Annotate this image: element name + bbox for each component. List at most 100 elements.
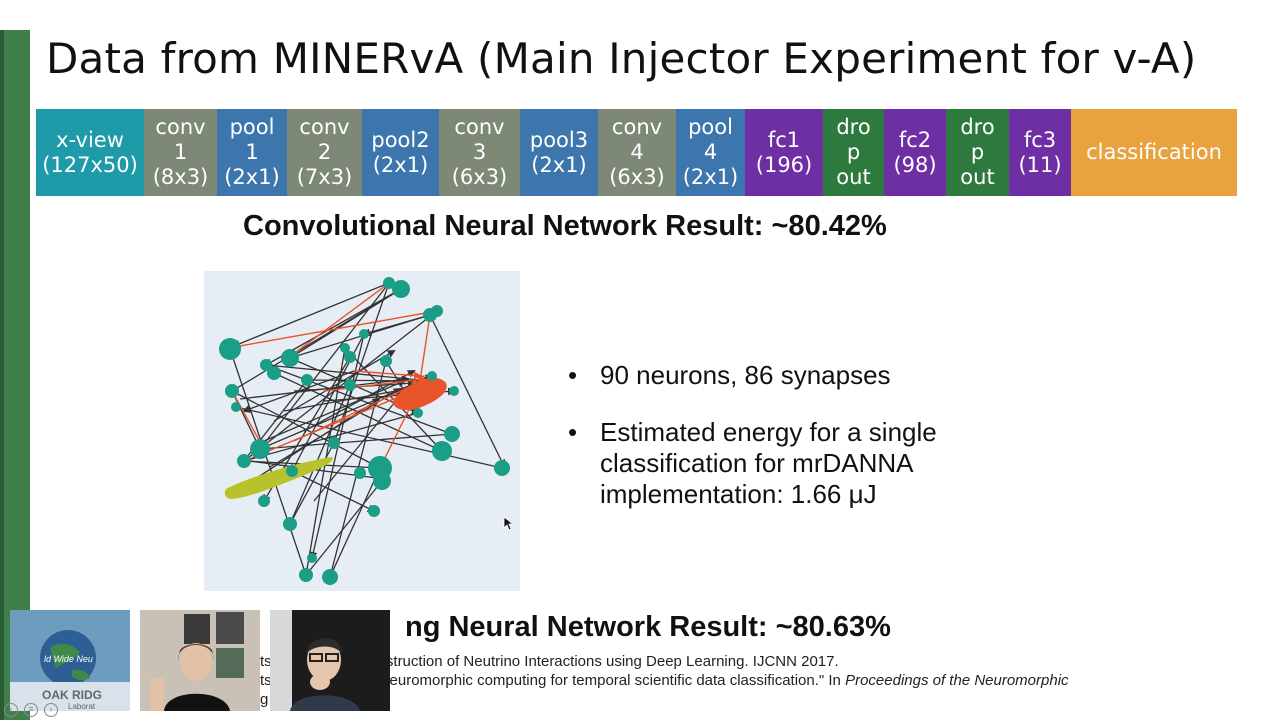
reference-3: g 1-6. 2017.: [260, 691, 340, 708]
layer-label: fc1: [767, 127, 801, 152]
neuron-node: [368, 505, 380, 517]
video-thumbnail-logo[interactable]: ld Wide Neu OAK RIDG Laborat: [10, 610, 130, 711]
layer-label: (6x3): [609, 165, 665, 189]
synapse-edge: [265, 364, 454, 436]
layer-box-13: fc3(11): [1009, 109, 1071, 196]
neuron-node: [258, 495, 270, 507]
layer-label: (2x1): [372, 152, 429, 177]
layer-box-0: x-view(127x50): [36, 109, 144, 196]
neuron-node: [354, 467, 366, 479]
next-slide-icon[interactable]: ›: [44, 703, 58, 717]
layer-label: (2x1): [224, 165, 280, 189]
video-thumbnail-participant-2[interactable]: [270, 610, 390, 711]
neuron-node: [301, 374, 313, 386]
synapse-edge-highlight: [353, 370, 422, 380]
layer-label: fc2: [898, 127, 932, 152]
layer-box-6: pool3(2x1): [520, 109, 598, 196]
layer-label: (6x3): [451, 165, 508, 189]
layer-label: conv: [611, 115, 663, 139]
layer-label: 2: [317, 140, 332, 164]
slide-navigation: ‹ ≡ ›: [4, 703, 58, 717]
synapse-edge: [229, 348, 308, 577]
neuron-node: [413, 408, 423, 418]
synapse-edge: [232, 282, 390, 348]
neuron-node: [231, 402, 241, 412]
neuron-node: [281, 349, 299, 367]
layer-label: (8x3): [152, 165, 209, 189]
neuron-node: [299, 568, 313, 582]
synapse-edge: [291, 470, 376, 512]
neuron-node: [344, 351, 356, 363]
layer-label: (11): [1018, 152, 1062, 177]
network-graph-canvas: [219, 277, 510, 585]
layer-label: conv: [454, 115, 505, 139]
dense-synapse-cluster-yellow: [224, 457, 333, 499]
neuron-node: [383, 277, 395, 289]
reference-2-venue: Proceedings of the Neuromorphic: [845, 672, 1069, 689]
lab-logo-text: OAK RIDG: [42, 688, 102, 702]
video-thumbnail-participant-1[interactable]: [140, 610, 260, 711]
neuron-node: [283, 517, 297, 531]
neuron-node: [494, 460, 510, 476]
layer-label: out: [960, 165, 995, 189]
neuron-node: [219, 338, 241, 360]
layer-label: (2x1): [531, 152, 587, 177]
layer-label: (7x3): [296, 165, 353, 189]
layer-label: (127x50): [42, 152, 138, 177]
neuron-node: [225, 384, 239, 398]
neuron-node: [449, 386, 459, 396]
layer-label: pool3: [529, 127, 589, 152]
synapse-edge: [230, 288, 402, 393]
layer-label: 4: [630, 140, 644, 164]
synapse-edge: [313, 389, 406, 502]
neuron-node: [373, 472, 391, 490]
mouse-cursor-icon: [503, 516, 515, 531]
neuron-node: [359, 329, 369, 339]
neuron-node: [307, 553, 317, 563]
synapse-edge-highlight: [416, 314, 431, 383]
layer-label: pool2: [371, 127, 430, 152]
layer-box-11: fc2(98): [884, 109, 946, 196]
synapse-edge: [235, 406, 504, 471]
layer-label: pool: [688, 115, 733, 139]
neuron-node: [267, 366, 281, 380]
slide-menu-icon[interactable]: ≡: [24, 703, 38, 717]
synapse-edge: [289, 442, 335, 526]
spiking-network-graph: [204, 271, 520, 591]
layer-label: (196): [755, 152, 813, 177]
previous-slide-icon[interactable]: ‹: [4, 703, 18, 717]
layer-label: 3: [472, 140, 487, 164]
synapse-edge: [332, 282, 390, 445]
neuron-node: [260, 359, 272, 371]
layer-label: 1: [173, 140, 188, 164]
slide-left-accent-bar: [0, 30, 30, 720]
synapse-edge: [263, 379, 406, 442]
synapse-edge-highlight: [243, 387, 420, 462]
slide-left-accent-edge: [0, 30, 4, 720]
neuron-node: [427, 371, 437, 381]
dense-synapse-cluster-red: [393, 377, 447, 411]
layer-box-9: fc1(196): [745, 109, 823, 196]
reference-2: ts erine D., et al. "Neuromorphic comput…: [260, 671, 1250, 690]
layer-label: x-view: [56, 127, 124, 152]
neuron-node: [237, 454, 251, 468]
lab-logo-subtext: Laborat: [68, 702, 96, 711]
bullet-neurons: 90 neurons, 86 synapses: [568, 360, 1008, 391]
participant-1-avatar: [140, 610, 260, 711]
synapse-edge: [242, 412, 419, 464]
neuron-node: [328, 437, 340, 449]
bullet-energy: Estimated energy for a single classifica…: [568, 417, 1008, 510]
cnn-result-heading: Convolutional Neural Network Result: ~80…: [243, 210, 887, 242]
neuron-node: [380, 355, 392, 367]
logo-text: ld Wide Neu: [44, 654, 93, 664]
neuron-node: [322, 569, 338, 585]
layer-box-14: classification: [1071, 109, 1237, 196]
slide-title: Data from MINERvA (Main Injector Experim…: [46, 34, 1197, 83]
layer-label: classification: [1086, 140, 1222, 164]
layer-label: pool: [229, 115, 275, 139]
reference-2-text: ts erine D., et al. "Neuromorphic comput…: [260, 672, 846, 689]
